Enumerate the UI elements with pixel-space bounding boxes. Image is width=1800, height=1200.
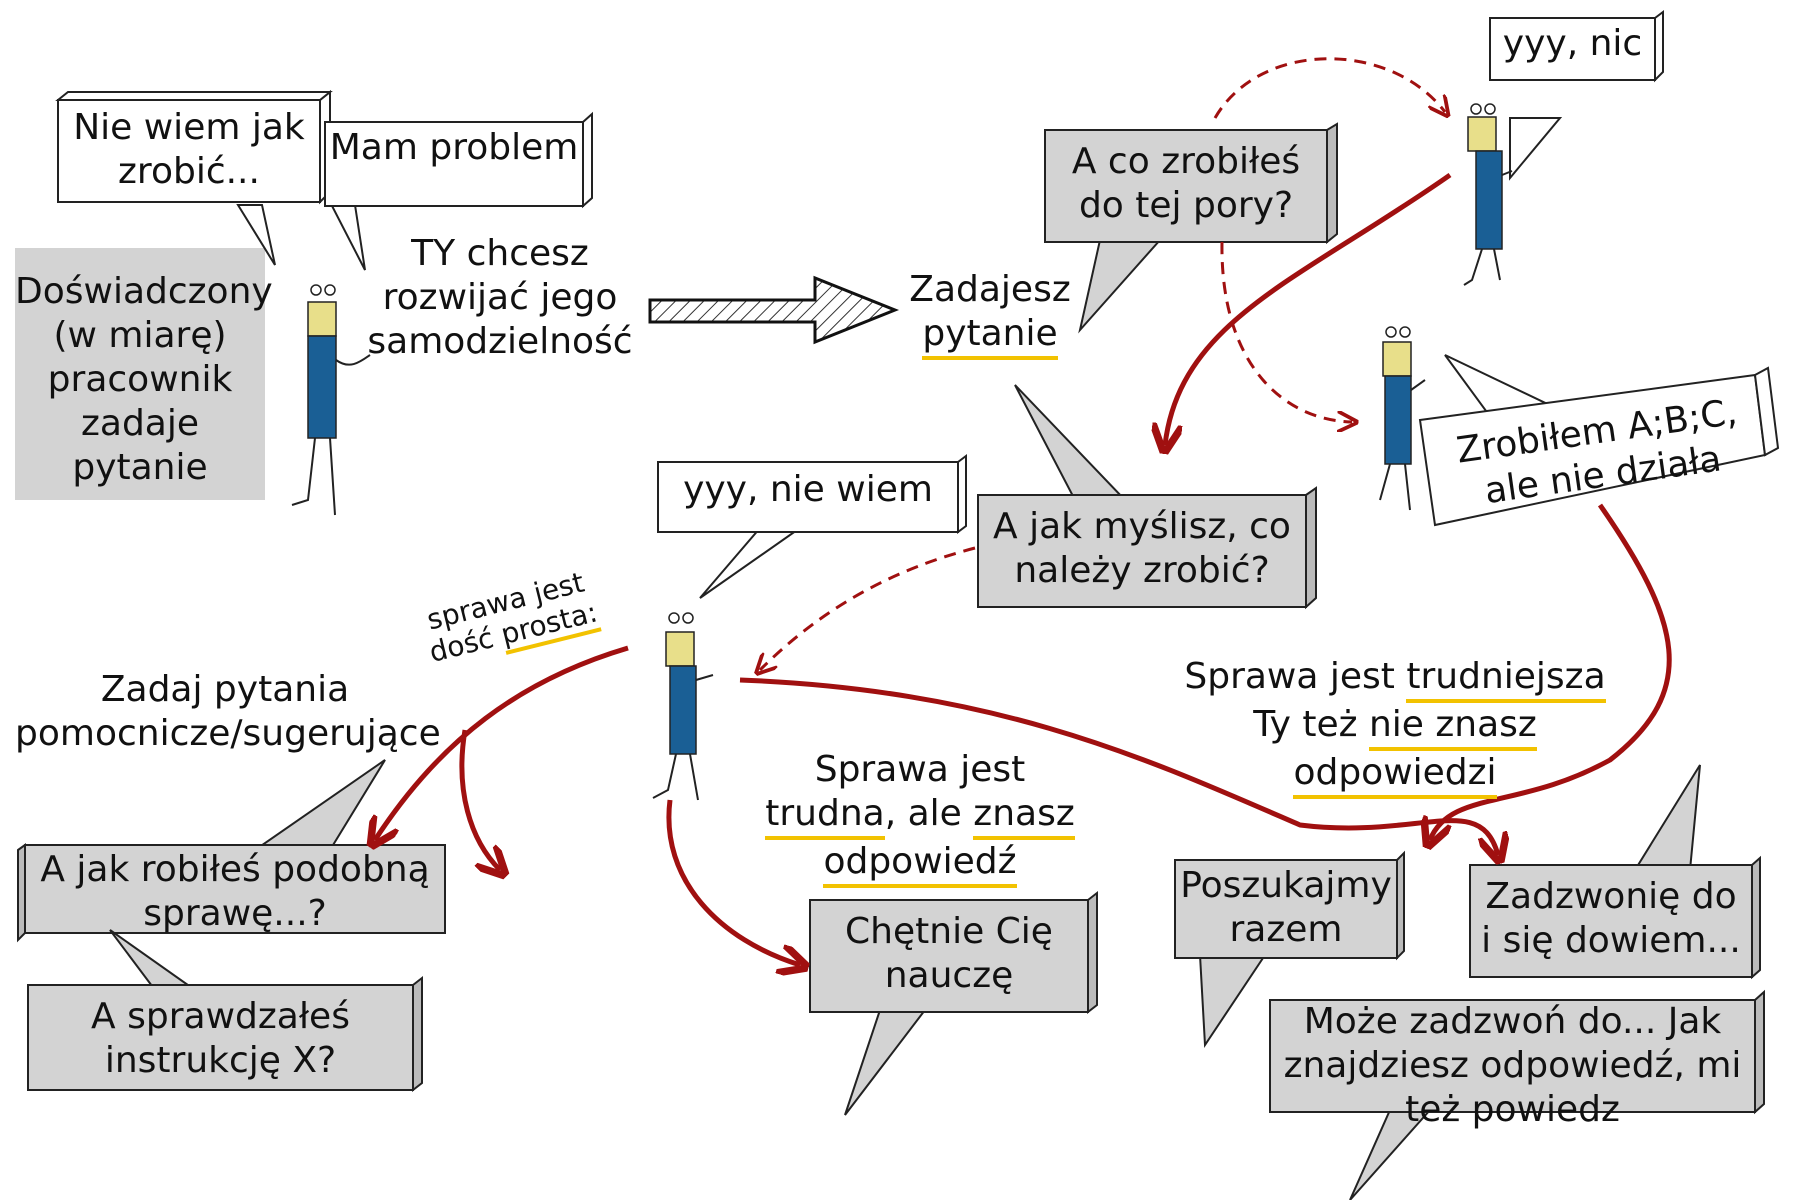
figure-center: [652, 612, 714, 801]
bubble-mam-problem-text: Mam problem: [329, 127, 579, 168]
red-arrow-to-a-jak-robiles: [375, 645, 629, 840]
dashed-arrow-top: [1213, 57, 1445, 118]
bubble-yyy-nie-wiem: [657, 454, 967, 599]
bubble-moze-zadzwon: [1269, 989, 1765, 1200]
bubble-a-jak-robiles: [17, 759, 446, 943]
red-arrow-to-chetnie: [666, 799, 800, 965]
dashed-arrow-to-center-figure: [760, 546, 976, 670]
big-right-arrow: [648, 275, 900, 345]
left-gray-box: [15, 248, 265, 500]
figure-left: [291, 284, 371, 516]
bubble-yyy-nic-text: yyy, nic: [1502, 23, 1643, 64]
bubble-chetnie: [809, 890, 1098, 1116]
bubble-yyy-nic: [1489, 10, 1664, 181]
bubble-a-sprawdzales: [27, 929, 423, 1093]
sprawa-trudniejsza-text: Sprawa jest trudniejsza Ty też nie znasz…: [1170, 655, 1620, 799]
bubble-a-co-zrobiles: [1044, 122, 1338, 334]
figure-mid-right: [1379, 326, 1426, 511]
pytanie-highlight: pytanie: [922, 312, 1058, 360]
bubble-yyy-nie-wiem-text: yyy, nie wiem: [683, 469, 933, 510]
bubble-mam-problem: [324, 111, 593, 271]
bubble-zadzwonie: [1469, 764, 1761, 980]
bubble-poszukajmy: [1174, 850, 1405, 1049]
red-arrow-zrobilem-down: [1430, 503, 1672, 840]
red-arrow-nic-to-myslisz: [1165, 172, 1452, 445]
bubble-a-jak-myslisz: [977, 384, 1317, 610]
red-arrow-to-sugerujace: [459, 729, 500, 870]
bubble-zrobilem: [1418, 354, 1780, 527]
dashed-arrow-to-zrobilem: [1220, 241, 1352, 422]
sprawa-trudna-text: Sprawa jest trudna, ale znasz odpowiedź: [740, 748, 1100, 888]
bubble-nie-wiem-jak: [55, 89, 333, 266]
red-arrow-center-to-zadzwonie: [739, 677, 1498, 855]
figure-top-right: [1463, 103, 1513, 286]
